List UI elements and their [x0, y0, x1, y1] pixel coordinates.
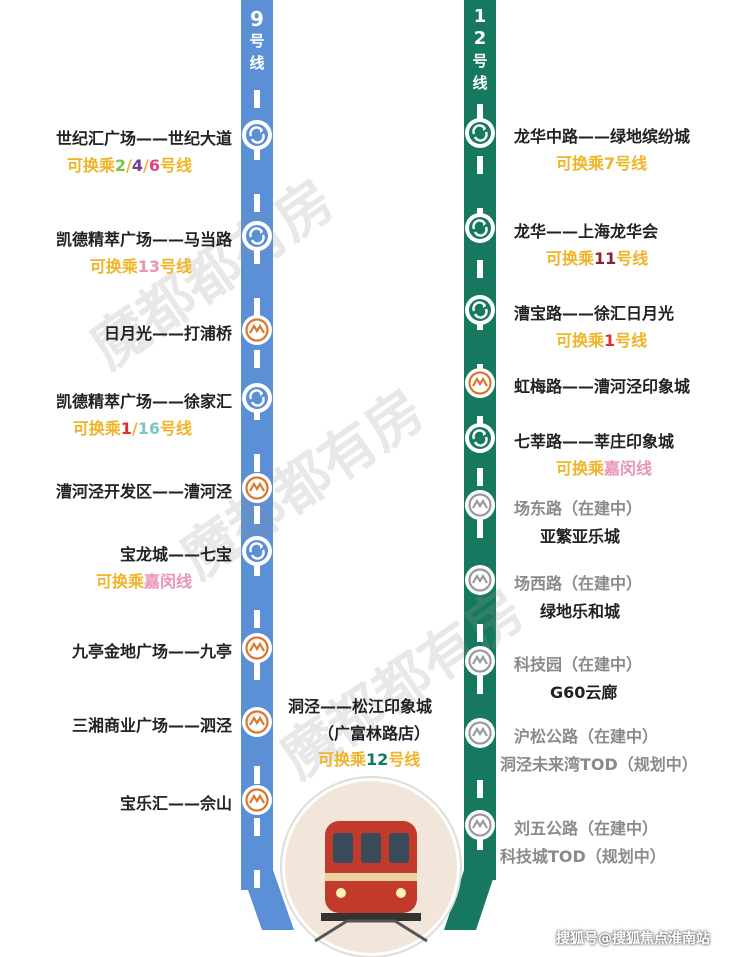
metro-station-icon	[242, 473, 272, 503]
line-12-station-sub: 绿地乐和城	[540, 602, 621, 621]
track-dash	[254, 90, 260, 108]
metro-interchange-icon	[242, 221, 272, 251]
track-dash	[254, 194, 260, 212]
metro-interchange-icon	[465, 213, 495, 243]
metro-station-icon	[242, 633, 272, 663]
track-dash	[477, 780, 483, 798]
track-dash	[477, 104, 483, 122]
track-dash	[477, 520, 483, 538]
metro-interchange-icon	[242, 536, 272, 566]
metro-interchange-icon	[242, 120, 272, 150]
line-9-station-transfer: 可换乘2/4/6号线	[66, 156, 192, 175]
track-dash	[477, 832, 483, 850]
line-12-station-name: 沪松公路（在建中）	[514, 727, 659, 746]
metro-interchange-icon	[465, 118, 495, 148]
track-dash	[254, 662, 260, 680]
line-12-station-name: 漕宝路——徐汇日月光	[514, 304, 675, 323]
line-12-station-transfer: 可换乘嘉闵线	[556, 459, 653, 478]
track-dash	[254, 506, 260, 524]
line-9-station-name: 凯德精萃广场——徐家汇	[55, 392, 232, 411]
center-xfer-suffix: 号线	[388, 750, 421, 769]
track-dash	[254, 766, 260, 784]
line-12-station-name: 龙华中路——绿地缤纷城	[514, 127, 691, 146]
line-12-station-name: 龙华——上海龙华会	[514, 222, 659, 241]
line-9-station-name: 宝龙城——七宝	[119, 545, 232, 564]
metro-station-icon	[465, 368, 495, 398]
track-dash	[477, 676, 483, 694]
line-9-station-name: 三湘商业广场——泗泾	[71, 716, 232, 735]
metro-station-gray-icon	[465, 718, 495, 748]
metro-station-gray-icon	[465, 490, 495, 520]
line-9-unit: 号线	[249, 32, 265, 72]
line-12-station-name: 场东路（在建中）	[514, 499, 643, 518]
line-9-station-name: 宝乐汇——佘山	[119, 794, 232, 813]
line-12-station-sub: 洞泾未来湾TOD（规划中）	[500, 755, 698, 774]
line-12-station-name: 虹梅路——漕河泾印象城	[514, 377, 691, 396]
line-12-station-name: 科技园（在建中）	[514, 655, 643, 674]
metro-station-icon	[242, 785, 272, 815]
line-12-station-name: 刘五公路（在建中）	[514, 819, 659, 838]
center-xfer-prefix: 可换乘	[318, 750, 367, 769]
center-station-sub: （广富林路店）	[318, 724, 431, 743]
center-xfer-line: 12	[366, 750, 389, 769]
line-12-station-transfer: 可换乘7号线	[556, 154, 648, 173]
center-station-transfer: 可换乘12号线	[318, 746, 420, 770]
track-dash	[254, 142, 260, 160]
track-dash	[477, 624, 483, 642]
metro-interchange-icon	[465, 423, 495, 453]
track-dash	[254, 870, 260, 888]
train-illustration	[282, 778, 460, 956]
metro-station-gray-icon	[465, 565, 495, 595]
line-9-station-transfer: 可换乘1/16号线	[72, 419, 192, 438]
metro-interchange-icon	[242, 383, 272, 413]
line-12-station-name: 场西路（在建中）	[514, 574, 643, 593]
track-dash	[254, 298, 260, 316]
track-dash	[477, 156, 483, 174]
line-9-station-name: 世纪汇广场——世纪大道	[55, 129, 232, 148]
line-9-station-name: 九亭金地广场——九亭	[71, 642, 232, 661]
line-12-station-transfer: 可换乘11号线	[546, 249, 649, 268]
track-dash	[254, 454, 260, 472]
metro-station-icon	[242, 315, 272, 345]
line-12-station-name: 七莘路——莘庄印象城	[514, 432, 675, 451]
line-9-station-transfer: 可换乘13号线	[89, 257, 192, 276]
line-9-station-transfer: 可换乘嘉闵线	[95, 572, 192, 591]
line-12-unit: 号线	[472, 52, 488, 92]
track-dash	[477, 468, 483, 486]
track-dash	[477, 260, 483, 278]
metro-station-gray-icon	[465, 646, 495, 676]
line-12-station-transfer: 可换乘1号线	[556, 331, 648, 350]
track-dash	[254, 610, 260, 628]
line-9-label: 9 号线	[241, 8, 273, 74]
center-station-name: 洞泾——松江印象城	[288, 697, 433, 716]
line-9-station-name: 漕河泾开发区——漕河泾	[55, 482, 232, 501]
line-9-station-name: 日月光——打浦桥	[103, 324, 232, 343]
line-12-station-sub: 科技城TOD（规划中）	[500, 847, 666, 866]
track-dash	[254, 558, 260, 576]
metro-station-gray-icon	[465, 810, 495, 840]
line-9-number: 9	[250, 7, 264, 31]
line-9-station-name: 凯德精萃广场——马当路	[55, 230, 232, 249]
track-dash	[254, 818, 260, 836]
track-dash	[254, 246, 260, 264]
line-12-station-sub: 亚繁亚乐城	[540, 527, 621, 546]
metro-station-icon	[242, 707, 272, 737]
metro-interchange-icon	[465, 295, 495, 325]
track-dash	[254, 350, 260, 368]
footer-credit: 搜狐号@搜狐焦点淮南站	[556, 931, 710, 947]
line-12-station-sub: G60云廊	[550, 683, 618, 702]
